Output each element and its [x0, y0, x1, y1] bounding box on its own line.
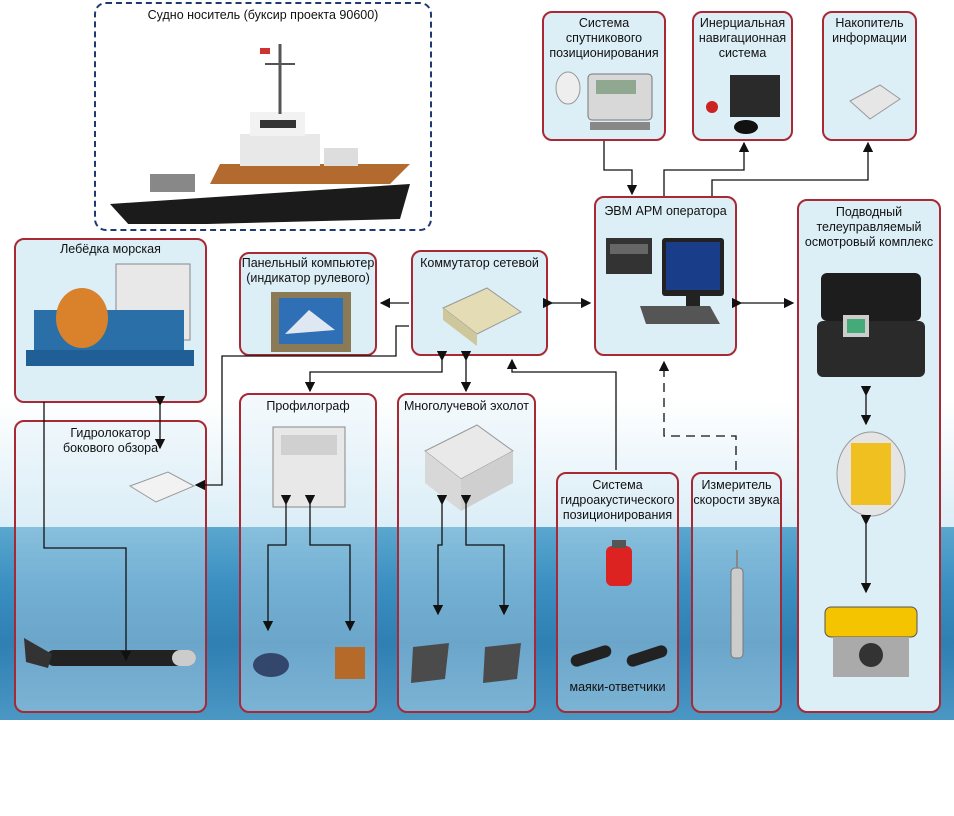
- profiler-unit-icon: [272, 426, 346, 508]
- svp-probe-icon: [730, 550, 744, 659]
- side-scan-sonar-box: Гидролокатор бокового обзора: [14, 420, 207, 713]
- operator-box: ЭВМ АРМ оператора: [594, 196, 737, 356]
- operator-label: ЭВМ АРМ оператора: [604, 204, 727, 218]
- ins-device-icon: [706, 75, 780, 134]
- ship-label: Судно носитель (буксир проекта 90600): [147, 8, 379, 22]
- switch-label: Коммутатор сетевой: [420, 256, 539, 270]
- winch-box: Лебёдка морская: [14, 238, 207, 403]
- panel-pc-label: Панельный компьютер (индикатор рулевого): [241, 256, 375, 285]
- workstation-icon: [606, 238, 724, 324]
- profiler-transducers-icon: [253, 647, 365, 679]
- usbl-transceiver-icon: [606, 540, 632, 586]
- gnss-box: Система спутникового позиционирования: [542, 11, 666, 141]
- storage-label: Накопитель информации: [832, 16, 907, 45]
- svp-label: Измеритель скорости звука: [693, 478, 780, 507]
- rov-box: Подводный телеуправляемый осмотровый ком…: [797, 199, 941, 713]
- ship-box: Судно носитель (буксир проекта 90600): [94, 2, 432, 231]
- side-scan-sonar-label: Гидролокатор бокового обзора: [62, 426, 159, 455]
- winch-device-icon: [26, 263, 194, 366]
- switch-device-icon: [442, 287, 522, 346]
- storage-device-icon: [849, 84, 901, 120]
- rov-label: Подводный телеуправляемый осмотровый ком…: [804, 205, 934, 249]
- svp-box: Измеритель скорости звука: [691, 472, 782, 713]
- storage-box: Накопитель информации: [822, 11, 917, 141]
- winch-label: Лебёдка морская: [60, 242, 161, 256]
- usbl-box: Система гидроакустического позиционирова…: [556, 472, 679, 713]
- gnss-label: Система спутникового позиционирования: [549, 16, 659, 60]
- panel-pc-icon: [271, 292, 351, 352]
- control-case-icon: [817, 273, 925, 377]
- rov-vehicle-icon: [824, 606, 918, 677]
- tugboat-image: [110, 44, 410, 224]
- sonar-topside-icon: [128, 471, 196, 503]
- switch-box: Коммутатор сетевой: [411, 250, 548, 356]
- ins-box: Инерциальная навигационная система: [692, 11, 793, 141]
- profiler-label: Профилограф: [266, 399, 350, 413]
- beacons-icon: [570, 645, 668, 667]
- beacons-label: маяки-ответчики: [569, 680, 666, 694]
- panel-pc-box: Панельный компьютер (индикатор рулевого): [239, 252, 377, 356]
- gnss-device-icon: [555, 71, 653, 130]
- multibeam-transducers-icon: [411, 643, 521, 683]
- multibeam-label: Многолучевой эхолот: [403, 399, 529, 413]
- ins-label: Инерциальная навигационная система: [698, 16, 787, 60]
- cable-reel-icon: [836, 431, 906, 517]
- usbl-label: Система гидроакустического позиционирова…: [560, 478, 675, 522]
